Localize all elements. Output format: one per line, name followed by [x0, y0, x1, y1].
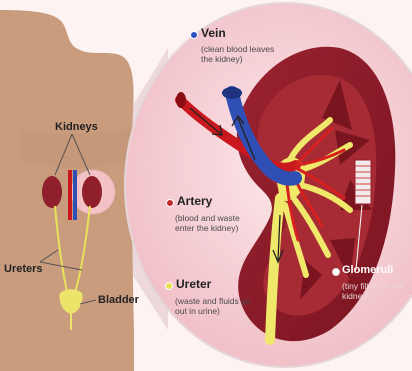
- kidneys-label: Kidneys: [55, 121, 98, 134]
- ureter-title: Ureter: [176, 278, 211, 292]
- glomeruli-description: (tiny filters in the kidney): [342, 282, 404, 302]
- aorta-small: [68, 170, 72, 220]
- artery-dot-icon: [166, 199, 174, 207]
- torso-shading: [20, 128, 133, 168]
- left-kidney-small: [42, 176, 62, 208]
- artery-title: Artery: [177, 195, 212, 209]
- artery-opening: [176, 92, 186, 108]
- vena-cava-small: [73, 170, 77, 220]
- ureter-description: (waste and fluids go out in urine): [175, 297, 257, 317]
- artery-description: (blood and waste enter the kidney): [175, 214, 255, 234]
- glomeruli-dot-icon: [332, 268, 340, 276]
- vein-title: Vein: [201, 27, 226, 41]
- glomeruli-title: Glomeruli: [342, 264, 393, 277]
- right-kidney-small: [82, 176, 102, 208]
- vein-opening: [222, 87, 242, 99]
- vein-description: (clean blood leaves the kidney): [201, 45, 283, 65]
- ureter-dot-icon: [165, 282, 173, 290]
- glomeruli-box: [355, 160, 371, 204]
- ureters-label: Ureters: [4, 263, 43, 276]
- vein-dot-icon: [190, 31, 198, 39]
- bladder-label: Bladder: [98, 294, 139, 307]
